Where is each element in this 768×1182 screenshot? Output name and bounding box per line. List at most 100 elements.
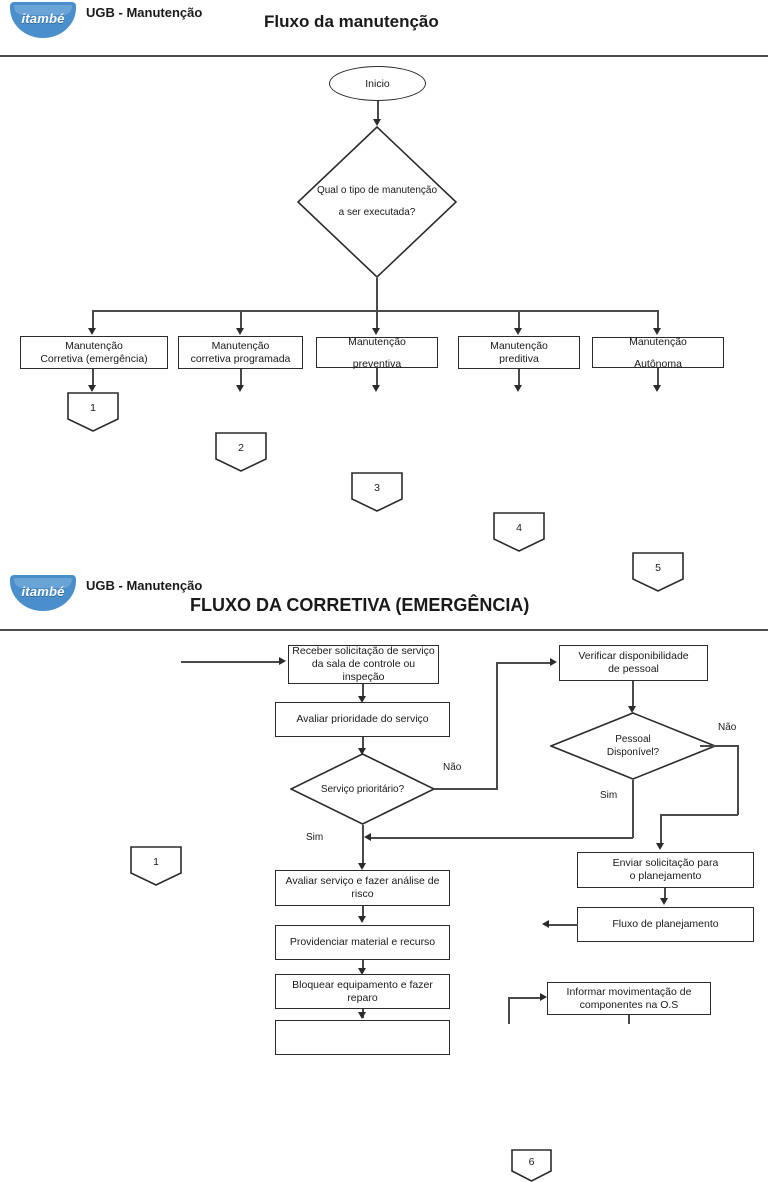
node-avaliar-risco-label: Avaliar serviço e fazer análise de risco xyxy=(285,875,440,900)
edge-nao-pessoal-v1 xyxy=(737,745,739,815)
arrowhead-sim-pessoal-to-prioritario xyxy=(364,833,371,841)
verificar-line-1: Verificar disponibilidade xyxy=(578,650,689,662)
node-avaliar-risco: Avaliar serviço e fazer análise de risco xyxy=(275,870,450,906)
node-inicio: Inicio xyxy=(329,66,426,101)
verificar-line-2: de pessoal xyxy=(608,663,659,675)
edge-informar-down xyxy=(628,1015,630,1024)
arrowhead-into-informar xyxy=(540,993,547,1001)
pessoal-line-1: Pessoal xyxy=(615,734,651,745)
enviar-line-2: o planejamento xyxy=(629,870,702,882)
type-4-line-2: preditiva xyxy=(499,352,539,365)
node-servico-prioritario-text: Serviço prioritário? xyxy=(290,753,435,825)
edge-bus-drop-2 xyxy=(240,310,242,330)
connector-2-label: 2 xyxy=(238,441,244,454)
logo-wordmark-2: itambé xyxy=(21,584,65,599)
edge-into-informar-v xyxy=(508,997,510,1024)
edge-nao-pessoal-h1 xyxy=(700,745,738,747)
type-4-line-1: Manutenção xyxy=(490,339,548,352)
edge-providenciar-to-bloquear xyxy=(362,960,364,972)
enviar-line-1: Enviar solicitação para xyxy=(612,857,719,869)
servico-prioritario-label: Serviço prioritário? xyxy=(320,783,405,795)
node-verificar-disponibilidade: Verificar disponibilidade de pessoal xyxy=(559,645,708,681)
connector-3: 3 xyxy=(351,472,403,512)
informar-line-2: componentes na O.S xyxy=(579,998,679,1011)
decision-line-1: Qual o tipo de manutenção xyxy=(316,185,438,196)
node-servico-prioritario-decision: Serviço prioritário? xyxy=(290,753,435,825)
arrowhead-verificar-to-pessoal xyxy=(628,706,636,713)
node-providenciar-material: Providenciar material e recurso xyxy=(275,925,450,960)
edge-box3-to-conn3 xyxy=(376,368,378,387)
edge-nao-prioritario-v xyxy=(496,663,498,789)
node-enviar-solicitacao: Enviar solicitação para o planejamento xyxy=(577,852,754,888)
page-title-2: FLUXO DA CORRETIVA (EMERGÊNCIA) xyxy=(190,595,530,615)
label-sim-pessoal: Sim xyxy=(600,790,618,801)
node-manutencao-preditiva: Manutenção preditiva xyxy=(458,336,580,369)
edge-nao-pessoal-v2 xyxy=(660,814,662,846)
section-2-header: itambé UGB - Manutenção FLUXO DA CORRETI… xyxy=(0,573,768,629)
node-fluxo-planejamento-label: Fluxo de planejamento xyxy=(612,918,719,930)
edge-risco-to-providenciar xyxy=(362,906,364,919)
label-nao-prioritario: Não xyxy=(443,762,462,773)
arrowhead-enviar-to-fluxo xyxy=(660,898,668,905)
arrowhead-receber-to-avaliar xyxy=(358,696,366,703)
edge-bus-drop-3 xyxy=(376,310,378,330)
edge-nao-prioritario-h1 xyxy=(434,788,498,790)
informar-line-1: Informar movimentação de xyxy=(566,985,692,998)
node-next-clipped xyxy=(275,1020,450,1055)
section-1-header: itambé UGB - Manutenção Fluxo da manuten… xyxy=(0,0,768,56)
edge-inicio-to-decision xyxy=(377,101,379,123)
edge-nao-prioritario-h2 xyxy=(496,662,552,664)
node-manutencao-corretiva-emergencia: Manutenção Corretiva (emergência) xyxy=(20,336,168,369)
node-manutencao-autonoma: Manutenção Autônoma xyxy=(592,336,724,370)
edge-sim-pessoal-h xyxy=(369,837,633,839)
node-tipo-manutencao-decision: Qual o tipo de manutenção a ser executad… xyxy=(297,126,457,278)
header-divider-2 xyxy=(0,629,768,631)
arrowhead-box1-to-conn1 xyxy=(88,385,96,392)
label-nao-pessoal: Não xyxy=(718,722,737,733)
arrowhead-box5-to-conn5 xyxy=(653,385,661,392)
arrowhead-nao-pessoal-to-enviar xyxy=(656,843,664,850)
arrowhead-conn1-to-receber xyxy=(279,657,286,665)
connector-entry-1-label: 1 xyxy=(153,855,159,868)
type-1-line-2: Corretiva (emergência) xyxy=(40,352,148,365)
connector-1: 1 xyxy=(67,392,119,432)
diamond-outline-icon xyxy=(550,712,716,780)
connector-5-label: 5 xyxy=(655,561,661,574)
label-sim-prioritario: Sim xyxy=(306,832,324,843)
node-receber-solicitacao: Receber solicitação de serviço da sala d… xyxy=(288,645,439,684)
diamond-outline-icon xyxy=(297,126,457,278)
type-3-line-1: Manutenção xyxy=(348,335,406,348)
node-avaliar-prioridade: Avaliar prioridade do serviço xyxy=(275,702,450,737)
connector-5: 5 xyxy=(632,552,684,592)
edge-fluxo-to-conn6 xyxy=(547,924,578,926)
itambe-logo: itambé xyxy=(10,2,76,38)
connector-4: 4 xyxy=(493,512,545,552)
node-fluxo-planejamento: Fluxo de planejamento xyxy=(577,907,754,942)
connector-4-label: 4 xyxy=(516,521,522,534)
type-1-line-1: Manutenção xyxy=(65,339,123,352)
edge-bus-drop-5 xyxy=(657,310,659,330)
arrowhead-box2-to-conn2 xyxy=(236,385,244,392)
arrowhead-nao-to-verificar xyxy=(550,658,557,666)
edge-nao-pessoal-h2 xyxy=(660,814,738,816)
connector-6: 6 xyxy=(511,1149,552,1182)
connector-3-label: 3 xyxy=(374,481,380,494)
edge-sim-prioritario-v xyxy=(362,825,364,867)
pessoal-line-2: Disponível? xyxy=(606,747,660,758)
node-inicio-label: Inicio xyxy=(365,77,390,90)
unit-label-1: UGB - Manutenção xyxy=(86,5,203,20)
connector-1-label: 1 xyxy=(90,401,96,414)
connector-6-label: 6 xyxy=(528,1156,535,1168)
node-pessoal-disponivel-text: Pessoal Disponível? xyxy=(550,712,716,780)
type-3-line-2: preventiva xyxy=(352,357,402,370)
pentagon-connector-icon xyxy=(215,432,267,472)
edge-box4-to-conn4 xyxy=(518,369,520,387)
edge-sim-pessoal-v xyxy=(632,780,634,838)
diamond-outline-icon xyxy=(290,753,435,825)
pentagon-connector-icon xyxy=(493,512,545,552)
arrowhead-box4-to-conn4 xyxy=(514,385,522,392)
edge-receber-to-avaliar xyxy=(362,684,364,699)
edge-conn1-to-receber xyxy=(181,661,281,663)
pentagon-connector-icon xyxy=(632,552,684,592)
edge-avaliar-to-prioritario xyxy=(362,737,364,751)
